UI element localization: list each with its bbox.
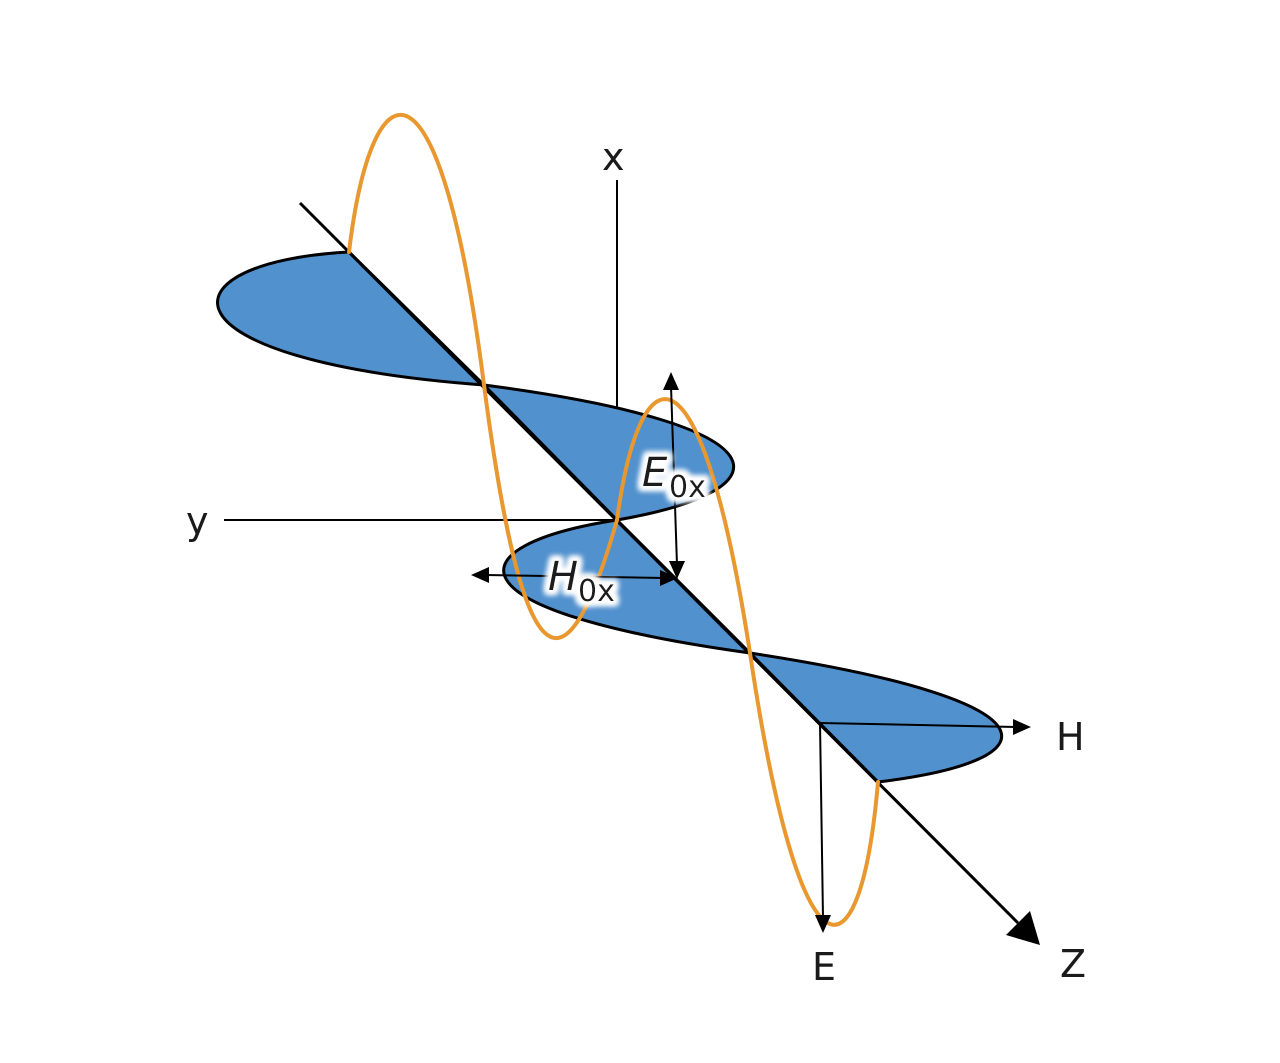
- magnetic-lobe-2: [482, 383, 736, 522]
- e-amplitude-label: E 0x: [642, 450, 706, 505]
- h-amplitude-symbol: H: [548, 554, 578, 600]
- h-amplitude-label: H 0x: [548, 554, 615, 609]
- e-field-label: E: [812, 945, 836, 989]
- h-amplitude-arrowhead-left: [471, 567, 489, 583]
- magnetic-lobe-3: [502, 518, 752, 655]
- y-axis-label: y: [186, 499, 209, 543]
- h-field-label: H: [1056, 715, 1085, 759]
- e-amplitude-arrowhead-top: [663, 372, 679, 390]
- h-vector-arrow: [819, 722, 1017, 728]
- e-amplitude-subscript: 0x: [669, 470, 706, 505]
- electric-wave: [347, 112, 880, 927]
- magnetic-lobe-1: [216, 250, 486, 387]
- h-amplitude-arrow: [484, 574, 665, 579]
- h-amplitude-arrowhead-right: [660, 570, 678, 586]
- e-amplitude-arrowhead-bottom: [669, 561, 685, 579]
- z-axis-arrowhead: [1006, 911, 1040, 945]
- e-vector-arrowhead: [815, 915, 831, 933]
- h-vector-arrowhead: [1013, 719, 1031, 735]
- magnetic-lobe-4: [748, 651, 1003, 784]
- h-amplitude-subscript: 0x: [578, 574, 615, 609]
- z-axis: [298, 201, 1020, 925]
- e-amplitude-arrow: [670, 385, 678, 566]
- e-amplitude-symbol: E: [642, 450, 668, 496]
- z-axis-label: Z: [1060, 942, 1086, 986]
- x-axis-label: x: [602, 135, 625, 179]
- e-vector-arrow: [819, 722, 824, 919]
